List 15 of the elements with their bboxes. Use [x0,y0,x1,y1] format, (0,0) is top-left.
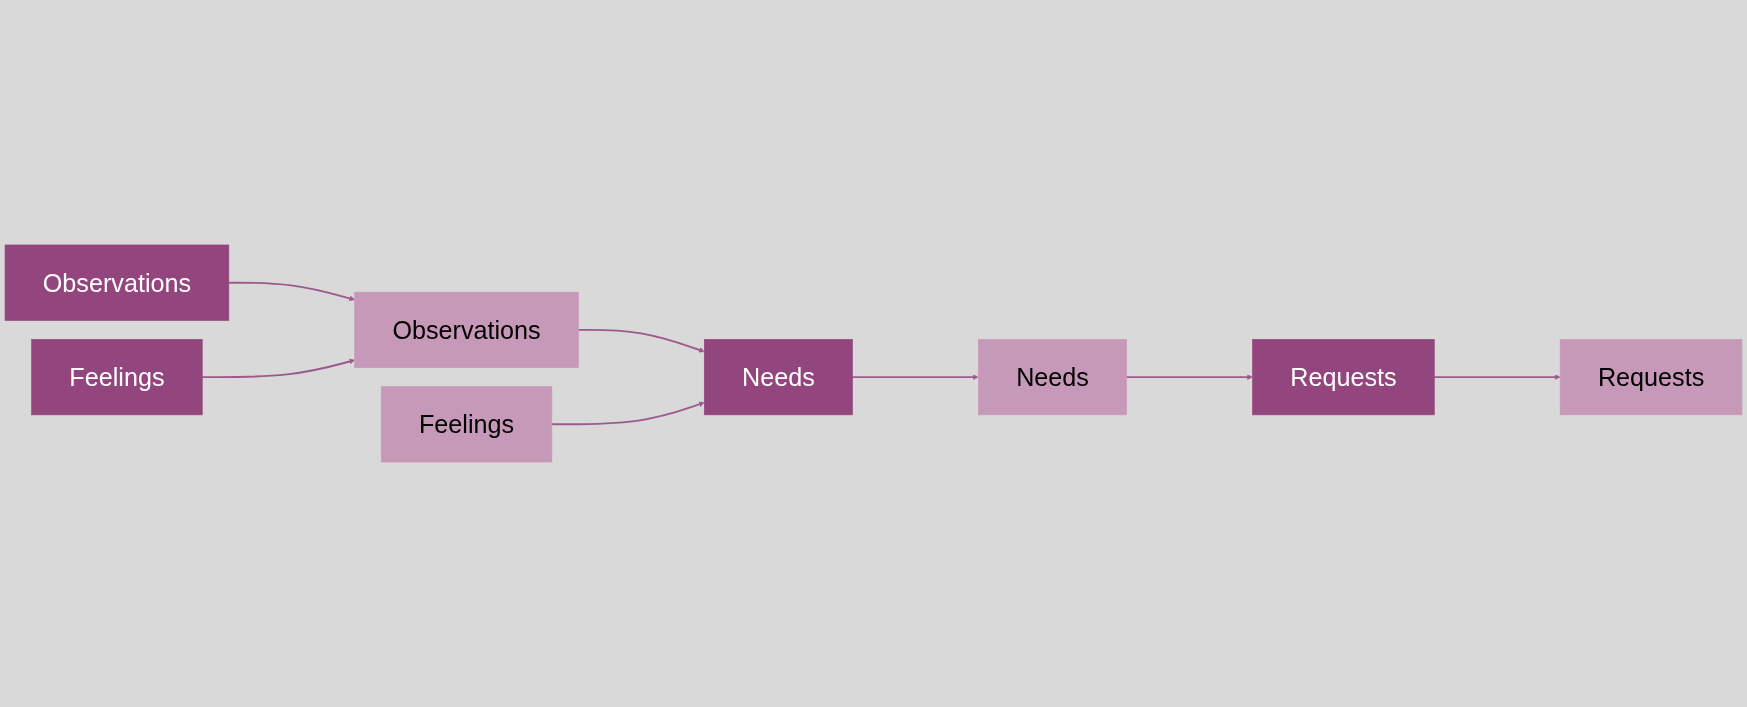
arrow [201,358,355,379]
node-box: Feelings [380,386,553,463]
arrow [550,401,705,426]
node-box: Observations [354,291,579,368]
node-box: Needs [978,339,1127,416]
arrow [577,328,705,353]
node-box: Requests [1559,339,1743,416]
arrow [1433,374,1561,380]
node-box: Feelings [31,339,203,416]
arrow [227,281,355,302]
node-box: Observations [4,244,230,321]
arrow [851,374,979,380]
arrow [1125,374,1253,380]
node-box: Needs [703,339,853,416]
node-box: Requests [1252,339,1435,416]
